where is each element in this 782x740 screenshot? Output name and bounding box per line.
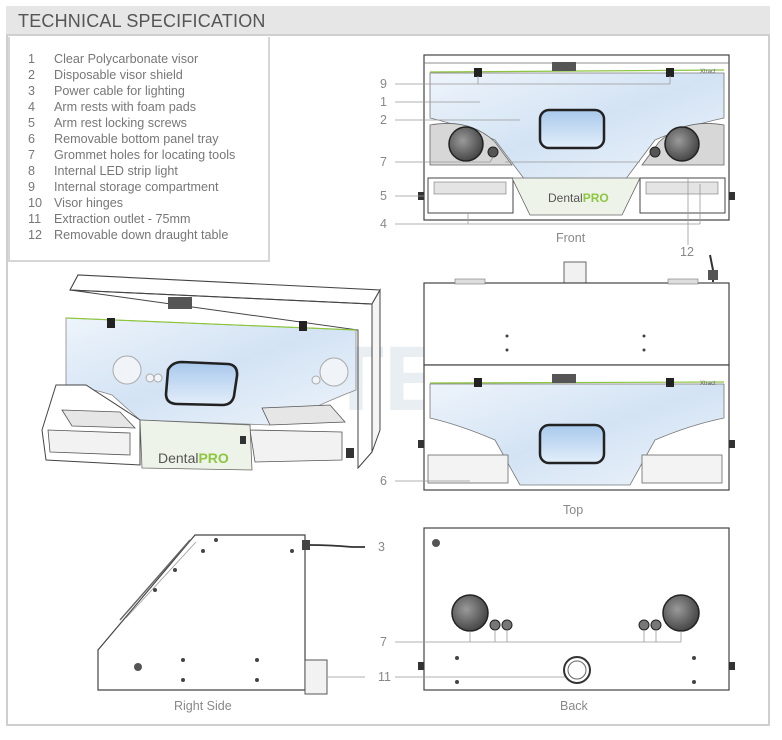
callout-2: 2 xyxy=(380,113,387,127)
front-view-caption: Front xyxy=(556,231,586,245)
front-callout-lines xyxy=(395,76,701,245)
callout-4: 4 xyxy=(380,217,387,231)
callout-6: 6 xyxy=(380,474,387,488)
callout-1: 1 xyxy=(380,95,387,109)
header-bar: TECHNICAL SPECIFICATION xyxy=(6,6,770,36)
front-product-label: DentalPRO xyxy=(548,191,609,205)
page-title: TECHNICAL SPECIFICATION xyxy=(18,11,266,31)
callout-9: 9 xyxy=(380,77,387,91)
back-view: 7 11 Back xyxy=(378,527,735,713)
top-view-caption: Top xyxy=(563,503,583,517)
callout-7-front: 7 xyxy=(380,155,387,169)
top-model-label: Xtract xyxy=(700,381,716,387)
iso-product-label: DentalPRO xyxy=(158,450,229,466)
callout-5: 5 xyxy=(380,189,387,203)
right-side-view: 3 Right Side xyxy=(97,534,385,713)
callout-3: 3 xyxy=(378,540,385,554)
callout-12: 12 xyxy=(680,245,694,259)
top-view: Xtract 6 Top xyxy=(380,254,735,517)
right-side-caption: Right Side xyxy=(174,699,232,713)
front-view: DentalPRO Xtract 9 1 2 7 5 4 12 Front xyxy=(380,54,735,259)
front-model-label: Xtract xyxy=(700,69,716,75)
callout-7-back: 7 xyxy=(380,635,387,649)
back-view-caption: Back xyxy=(560,699,589,713)
callout-11: 11 xyxy=(378,670,391,684)
isometric-view: DentalPRO xyxy=(41,274,381,471)
